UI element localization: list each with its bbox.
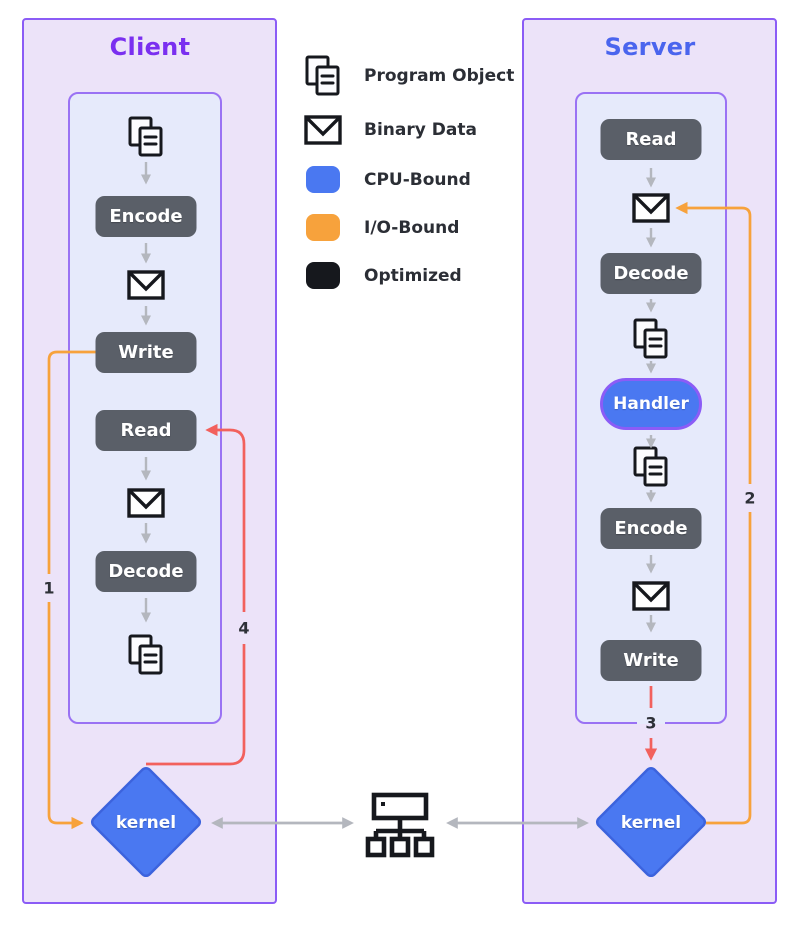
border-gap-patch (637, 715, 665, 733)
client-step-read: Read (95, 410, 197, 451)
program-object-icon (633, 446, 668, 487)
legend-label: I/O-Bound (364, 217, 460, 238)
server-kernel-label: kernel (620, 813, 682, 833)
client-step-write: Write (95, 332, 197, 373)
legend-label: Program Object (364, 66, 515, 86)
cpu-bound-swatch (302, 166, 344, 193)
client-step-encode: Encode (95, 196, 197, 237)
program-object-icon (633, 318, 668, 359)
legend-item-cpu-bound: CPU-Bound (302, 166, 471, 193)
optimized-swatch (302, 262, 344, 289)
flow-kernel-to-client-read (146, 423, 246, 766)
flow-label-3: 3 (645, 713, 657, 733)
server-step-decode: Decode (600, 253, 702, 294)
binary-data-icon (302, 114, 344, 146)
server-step-write: Write (600, 640, 702, 681)
binary-data-icon (127, 270, 165, 300)
server-step-read: Read (600, 119, 702, 160)
binary-data-icon (127, 488, 165, 518)
flow-label-2: 2 (744, 488, 756, 508)
server-panel-title: Server (604, 33, 696, 61)
client-kernel-label: kernel (115, 813, 177, 833)
client-panel-title: Client (109, 33, 191, 61)
legend-label: Optimized (364, 265, 462, 286)
server-step-encode: Encode (600, 508, 702, 549)
server-step-handler: Handler (600, 378, 702, 430)
server-kernel-diamond (595, 766, 707, 878)
legend: Program Object Binary Data CPU-Bound I/O… (302, 27, 522, 289)
legend-item-io-bound: I/O-Bound (302, 214, 459, 241)
binary-data-icon (632, 581, 670, 611)
flow-label-1: 1 (43, 578, 55, 598)
flow-client-write-to-kernel (47, 350, 96, 830)
flow-kernel-to-server-read (675, 201, 752, 825)
legend-item-program-object: Program Object (302, 55, 514, 97)
client-step-decode: Decode (95, 551, 197, 592)
network-icon (365, 792, 435, 858)
program-object-icon (302, 55, 344, 97)
legend-label: Binary Data (364, 120, 477, 140)
legend-label: CPU-Bound (364, 169, 471, 190)
legend-item-binary-data: Binary Data (302, 114, 477, 146)
io-bound-swatch (302, 214, 344, 241)
program-object-icon (128, 116, 163, 157)
binary-data-icon (632, 193, 670, 223)
flow-label-4: 4 (238, 618, 250, 638)
legend-item-optimized: Optimized (302, 262, 462, 289)
program-object-icon (128, 634, 163, 675)
client-kernel-diamond (90, 766, 202, 878)
